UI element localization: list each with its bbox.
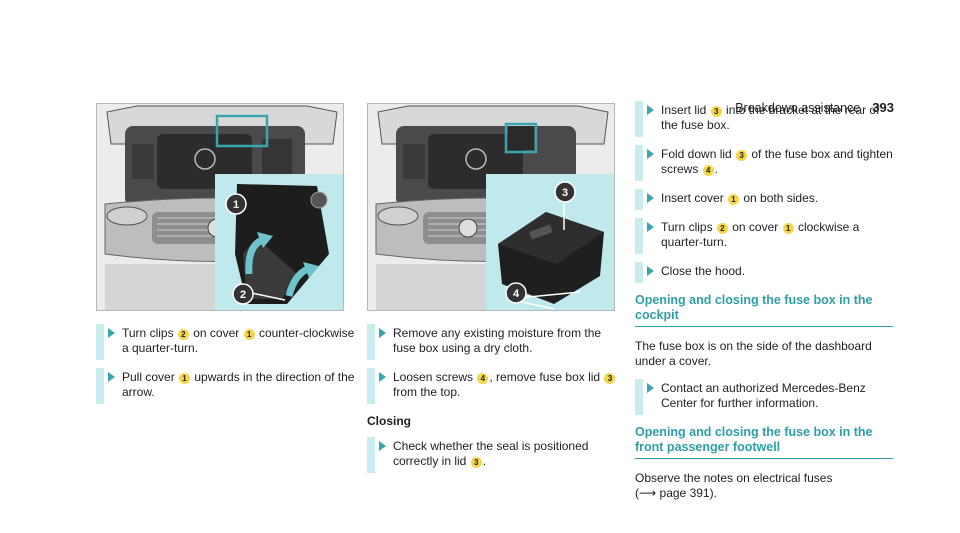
- svg-text:4: 4: [513, 288, 520, 300]
- step-remove-moisture: Remove any existing moisture from the fu…: [367, 324, 623, 360]
- step-arrow-icon: [647, 193, 654, 203]
- fuse-box-illustration: 3 4: [368, 104, 614, 310]
- step-arrow-icon: [108, 372, 115, 382]
- step-arrow-icon: [647, 266, 654, 276]
- engine-bay-figure-lid: 3 4: [367, 103, 615, 311]
- step-arrow-icon: [647, 222, 654, 232]
- callout-4: 4: [505, 282, 527, 304]
- step-insert-lid: Insert lid 3 into the bracket at the rea…: [635, 101, 893, 137]
- section-title: Breakdown assistance: [735, 101, 861, 115]
- step-pull-cover: Pull cover 1 upwards in the direction of…: [96, 368, 356, 404]
- callout-2: 2: [232, 283, 254, 305]
- step-arrow-icon: [647, 149, 654, 159]
- page-reference-arrow-icon: ⟶: [639, 486, 657, 500]
- svg-text:3: 3: [562, 187, 568, 199]
- step-turn-clips-clockwise: Turn clips 2 on cover 1 clockwise a quar…: [635, 218, 893, 254]
- step-check-seal: Check whether the seal is positioned cor…: [367, 437, 623, 473]
- section-heading-footwell: Opening and closing the fuse box in the …: [635, 425, 893, 459]
- step-arrow-icon: [647, 383, 654, 393]
- callout-badge: 1: [179, 373, 191, 384]
- paragraph-footwell: Observe the notes on electrical fuses (⟶…: [635, 471, 833, 500]
- callout-badge: 2: [716, 223, 728, 234]
- callout-badge: 1: [243, 329, 255, 340]
- callout-3: 3: [554, 181, 576, 203]
- step-arrow-icon: [379, 372, 386, 382]
- column-2-steps: Remove any existing moisture from the fu…: [367, 324, 623, 483]
- page-reference[interactable]: page 391).: [656, 486, 717, 500]
- step-loosen-screws: Loosen screws 4, remove fuse box lid 3 f…: [367, 368, 623, 404]
- callout-badge: 1: [728, 194, 740, 205]
- step-arrow-icon: [647, 105, 654, 115]
- svg-text:2: 2: [240, 289, 246, 301]
- callout-badge: 3: [736, 150, 748, 161]
- callout-badge: 3: [604, 373, 616, 384]
- running-header: Breakdown assistance 393: [735, 100, 894, 115]
- column-1-steps: Turn clips 2 on cover 1 counter-clockwis…: [96, 324, 356, 414]
- step-arrow-icon: [379, 328, 386, 338]
- engine-bay-figure-cover: 1 2: [96, 103, 344, 311]
- paragraph-cockpit: The fuse box is on the side of the dashb…: [635, 339, 872, 368]
- step-fold-lid: Fold down lid 3 of the fuse box and tigh…: [635, 145, 893, 181]
- step-arrow-icon: [108, 328, 115, 338]
- callout-badge: 4: [702, 165, 714, 176]
- step-close-hood: Close the hood.: [635, 262, 893, 283]
- svg-text:1: 1: [233, 199, 239, 211]
- page-number: 393: [872, 100, 894, 115]
- callout-1: 1: [225, 193, 247, 215]
- callout-badge: 4: [477, 373, 489, 384]
- step-arrow-icon: [379, 441, 386, 451]
- engine-bay-illustration: 1 2: [97, 104, 343, 310]
- step-insert-cover: Insert cover 1 on both sides.: [635, 189, 893, 210]
- callout-badge: 3: [470, 457, 482, 468]
- step-contact-center: Contact an authorized Mercedes-Benz Cent…: [635, 379, 893, 415]
- callout-badge: 3: [710, 106, 722, 117]
- callout-badge: 2: [177, 329, 189, 340]
- step-turn-clips: Turn clips 2 on cover 1 counter-clockwis…: [96, 324, 356, 360]
- closing-heading: Closing: [367, 414, 411, 428]
- section-heading-cockpit: Opening and closing the fuse box in the …: [635, 293, 893, 327]
- callout-badge: 1: [782, 223, 794, 234]
- column-3-steps: Insert lid 3 into the bracket at the rea…: [635, 101, 893, 513]
